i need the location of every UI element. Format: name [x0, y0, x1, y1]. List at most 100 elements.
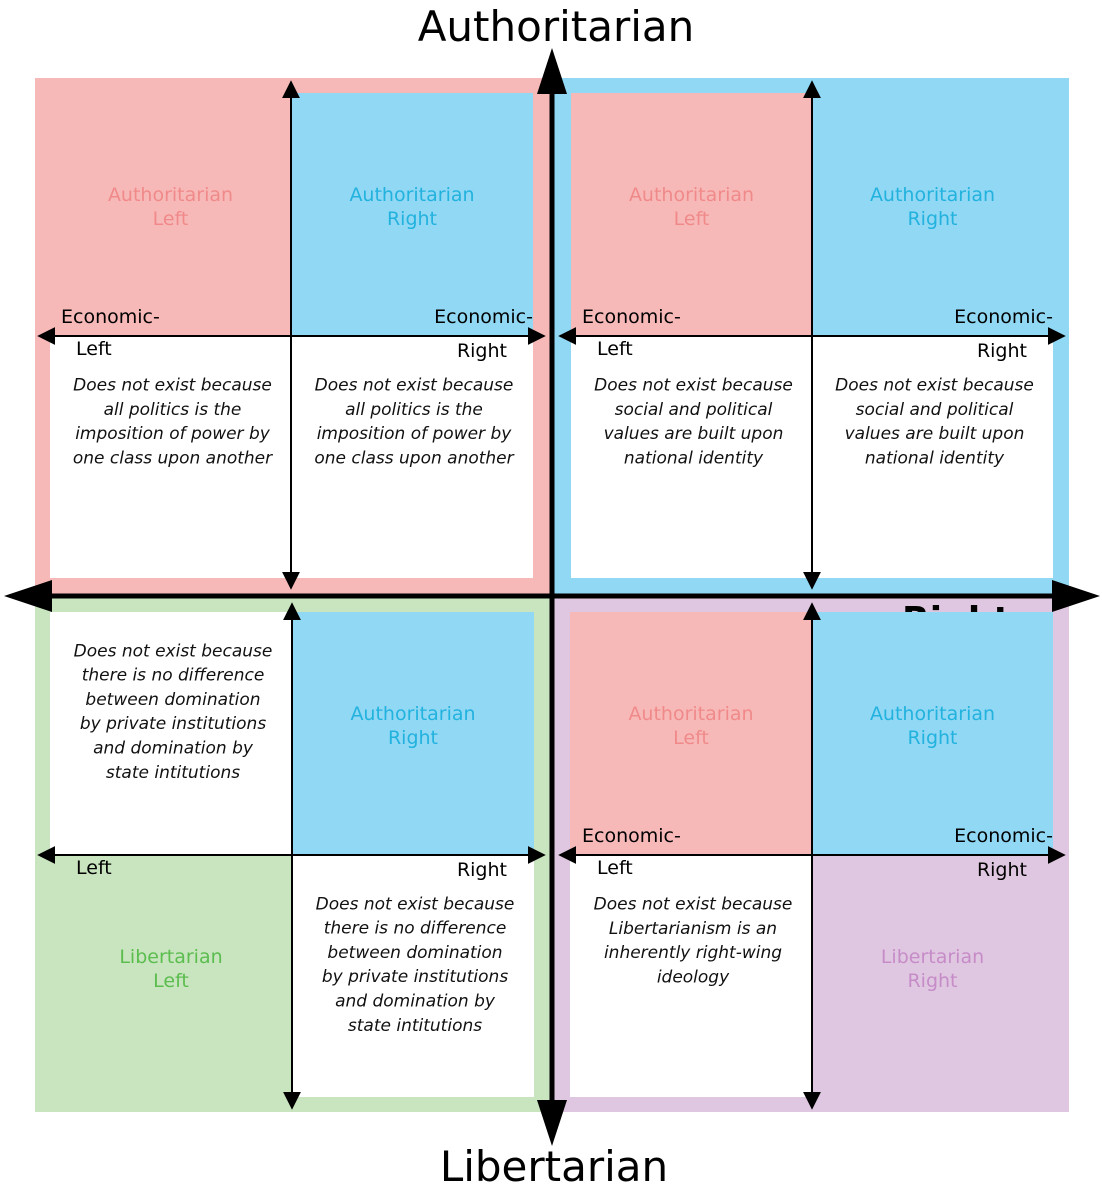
cell-label-bottom-left-tr-line: Right: [388, 727, 438, 749]
cell-note-top-left-br-line: one class upon another: [314, 448, 514, 468]
axis-label-economic-left-top-top-left: Economic-: [61, 306, 160, 328]
cell-note-bottom-right-bl-line: inherently right-wing: [604, 943, 782, 963]
cell-label-bottom-right-br-line: Libertarian: [881, 946, 984, 968]
cell-top-right-bl: [571, 336, 812, 578]
cell-note-bottom-right-bl-line: Libertarianism is an: [609, 919, 777, 939]
cell-label-bottom-right-tr-line: Authoritarian: [870, 703, 995, 725]
axis-label-right-bottom-right: Right: [977, 859, 1027, 881]
cell-label-top-right-tl-line: Authoritarian: [629, 184, 754, 206]
cell-bottom-left-bl: [50, 855, 292, 1097]
cell-note-top-right-br: Does not exist because social and politic…: [835, 376, 1034, 469]
title-authoritarian: Authoritarian: [418, 2, 695, 51]
cell-note-top-right-bl-line: social and political: [615, 400, 773, 420]
cell-note-top-left-bl-line: Does not exist because: [73, 376, 272, 396]
main-axis-arrow-right: [1052, 580, 1100, 612]
axis-label-economic-right-top-bottom-right: Economic-: [954, 825, 1053, 847]
cell-label-top-left-tr-line: Right: [387, 208, 437, 230]
cell-note-top-left-bl-line: one class upon another: [73, 448, 273, 468]
axis-label-economic-right-top-top-right: Economic-: [954, 306, 1053, 328]
main-axis-arrow-down: [537, 1100, 567, 1146]
cell-label-bottom-left-bl-line: Libertarian: [119, 946, 222, 968]
axis-label-left-top-right: Left: [597, 338, 633, 360]
cell-note-bottom-left-br-line: between domination: [327, 943, 502, 963]
axis-label-right-top-left: Right: [457, 340, 507, 362]
main-axis-arrow-left: [4, 580, 52, 612]
cell-note-top-right-bl-line: values are built upon: [604, 424, 784, 444]
cell-note-bottom-left-br-line: by private institutions: [322, 967, 509, 987]
cell-top-left-br: [291, 336, 533, 578]
cell-label-bottom-left-tr-line: Authoritarian: [350, 703, 475, 725]
cell-bottom-right-br: [812, 855, 1053, 1097]
cell-label-bottom-right-tl-line: Left: [673, 727, 709, 749]
cell-note-bottom-right-bl-line: ideology: [657, 967, 730, 987]
cell-top-left-tr: [291, 93, 533, 336]
cell-top-right-br: [812, 336, 1053, 578]
cell-note-bottom-left-tl-line: by private institutions: [80, 714, 267, 734]
cell-bottom-right-bl: [570, 855, 812, 1097]
cell-note-top-right-bl-line: Does not exist because: [594, 376, 793, 396]
cell-label-bottom-right-tr-line: Right: [907, 727, 957, 749]
cell-label-top-right-tr-line: Authoritarian: [870, 184, 995, 206]
axis-label-economic-left-top-bottom-right: Economic-: [582, 825, 681, 847]
cell-note-bottom-right-bl-line: Does not exist because: [594, 895, 793, 915]
cell-label-top-left-tl-line: Authoritarian: [108, 184, 233, 206]
cell-note-bottom-left-tl-line: state intitutions: [106, 763, 240, 783]
cell-bottom-left-tl: [50, 612, 292, 855]
main-axis-arrow-up: [537, 48, 567, 94]
cell-bottom-left-tr: [292, 612, 534, 855]
cell-bottom-right-tr: [812, 612, 1053, 855]
cell-note-bottom-left-tl-line: between domination: [85, 690, 260, 710]
cell-note-top-right-br-line: Does not exist because: [835, 376, 1034, 396]
axis-label-right-top-right: Right: [977, 340, 1027, 362]
cell-note-top-left-bl-line: imposition of power by: [75, 424, 271, 444]
cell-top-right-tr: [812, 93, 1053, 336]
cell-note-top-left-bl: Does not exist because all politics is th…: [73, 376, 273, 469]
cell-note-bottom-left-tl-line: there is no difference: [82, 666, 265, 686]
cell-bottom-left-br: [292, 855, 534, 1097]
cell-label-top-right-tl-line: Left: [674, 208, 710, 230]
cell-label-top-left-tl-line: Left: [153, 208, 189, 230]
cell-note-bottom-left-br-line: Does not exist because: [316, 894, 515, 914]
cell-note-top-left-br-line: all politics is the: [345, 400, 483, 420]
cell-top-left-bl: [50, 336, 291, 578]
cell-note-top-right-bl-line: national identity: [624, 448, 764, 468]
cell-label-top-right-tr-line: Right: [907, 208, 957, 230]
cell-note-top-left-bl-line: all politics is the: [104, 400, 242, 420]
cell-label-bottom-right-tl-line: Authoritarian: [628, 703, 753, 725]
title-libertarian: Libertarian: [440, 1142, 668, 1191]
cell-note-top-right-br-line: national identity: [865, 448, 1005, 468]
cell-label-bottom-left-bl-line: Left: [153, 970, 189, 992]
cell-note-top-right-br-line: social and political: [856, 400, 1014, 420]
cell-note-top-left-br-line: imposition of power by: [317, 424, 513, 444]
cell-label-bottom-right-br-line: Right: [907, 970, 957, 992]
cell-note-top-left-br-line: Does not exist because: [315, 376, 514, 396]
cell-note-bottom-left-br-line: there is no difference: [324, 919, 507, 939]
axis-label-left-bottom-left: Left: [76, 857, 112, 879]
cell-note-bottom-left-br: Does not exist because there is no differ…: [316, 894, 515, 1036]
cell-top-right-tl: [571, 93, 812, 336]
axis-label-right-bottom-left: Right: [457, 859, 507, 881]
cell-bottom-right-tl: [570, 612, 812, 855]
cell-note-bottom-left-br-line: and domination by: [335, 991, 496, 1011]
axis-label-left-top-left: Left: [76, 338, 112, 360]
cell-note-top-left-br: Does not exist because all politics is th…: [314, 376, 514, 469]
cell-top-left-tl: [50, 93, 291, 336]
cell-note-top-right-bl: Does not exist because social and politic…: [594, 376, 793, 469]
axis-label-economic-left-top-top-right: Economic-: [582, 306, 681, 328]
cell-label-top-left-tr-line: Authoritarian: [349, 184, 474, 206]
axis-label-economic-right-top-top-left: Economic-: [434, 306, 533, 328]
cell-note-top-right-br-line: values are built upon: [845, 424, 1025, 444]
cell-note-bottom-left-tl-line: and domination by: [93, 738, 254, 758]
